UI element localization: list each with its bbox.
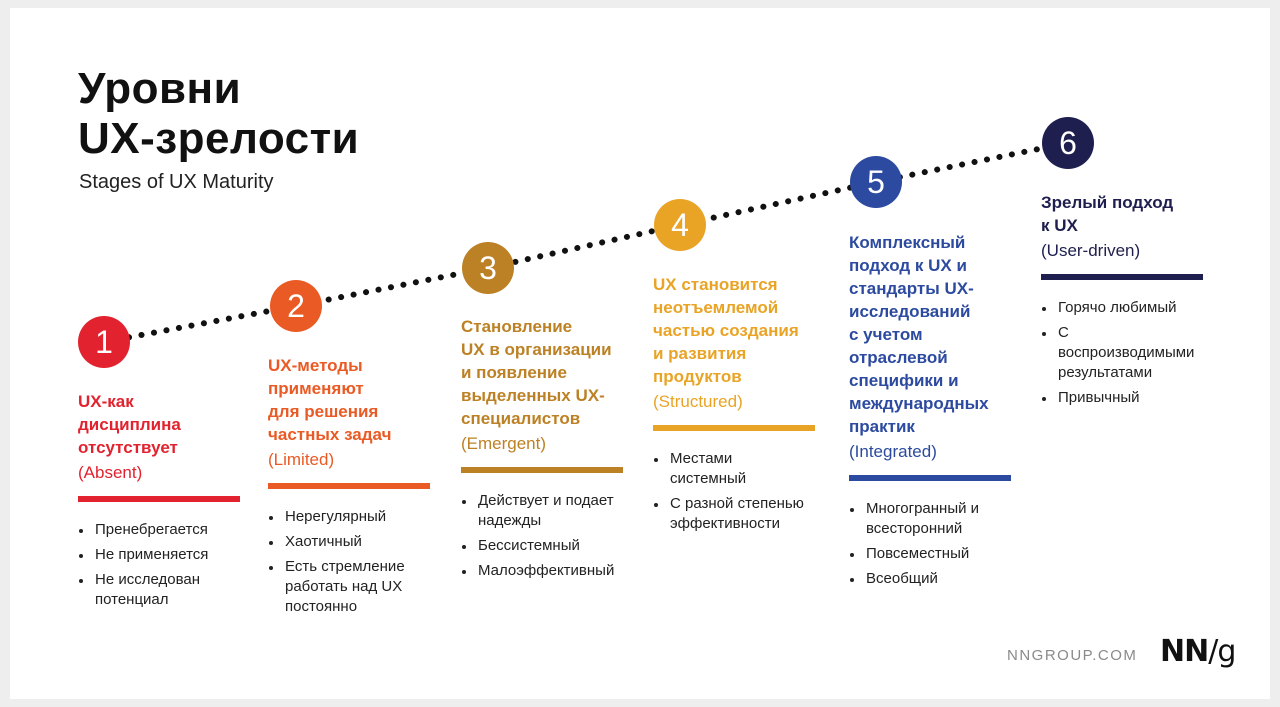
title-line-1: Уровни [78,64,242,113]
logo-nn: NN [1160,634,1209,669]
logo-g: g [1217,634,1236,669]
list-item: С воспроизводимыми результатами [1041,323,1203,383]
list-item: Многогранный и всесторонний [849,499,1011,539]
list-item: Привычный [1041,388,1203,408]
stage-4-english: (Structured) [653,392,743,411]
list-item: Горячо любимый [1041,298,1203,318]
stage-1-bullets: Пренебрегается Не применяется Не исследо… [78,520,240,610]
list-item: Хаотичный [268,532,430,552]
list-item: Пренебрегается [78,520,240,540]
title-line-2: UX-зрелости [78,114,360,163]
stage-2-english: (Limited) [268,450,335,469]
stage-5-circle: 5 [850,156,902,208]
stage-6-circle: 6 [1042,117,1094,169]
stage-5-heading: Комплексный подход к UX и стандарты UX- … [849,233,989,436]
stage-2-bar [268,483,430,489]
stage-1-number: 1 [95,324,113,360]
stage-5-number: 5 [867,164,885,200]
list-item: Не применяется [78,545,240,565]
stage-5-bar [849,475,1011,481]
logo-slash: / [1208,634,1218,669]
list-item: Повсеместный [849,544,1011,564]
list-item: Нерегулярный [268,507,430,527]
list-item: Есть стремление работать над UX постоянн… [268,557,430,617]
stage-6-bullets: Горячо любимый С воспроизводимыми резуль… [1041,298,1203,408]
list-item: Малоэффективный [461,561,623,581]
stage-6-heading: Зрелый подход к UX [1041,193,1174,235]
stage-2-circle: 2 [270,280,322,332]
nngroup-logo: NN/g [1160,634,1236,669]
list-item: Действует и подает надежды [461,491,623,531]
stage-4-number: 4 [671,207,689,243]
stage-3-english: (Emergent) [461,434,547,453]
stage-2-heading: UX-методы применяют для решения частных … [268,356,392,444]
stage-1-heading: UX-как дисциплина отсутствует [78,392,181,457]
stage-1: UX-как дисциплина отсутствует (Absent) П… [78,390,240,615]
stage-1-english: (Absent) [78,463,143,482]
stage-6-bar [1041,274,1203,280]
stage-4: UX становится неотъемлемой частью создан… [653,273,815,539]
stage-5-english: (Integrated) [849,442,937,461]
stage-1-circle: 1 [78,316,130,368]
list-item: Всеобщий [849,569,1011,589]
stage-6-english: (User-driven) [1041,241,1141,260]
stage-2: UX-методы применяют для решения частных … [268,354,430,622]
stage-3-bar [461,467,623,473]
stage-5: Комплексный подход к UX и стандарты UX- … [849,231,1011,594]
stage-3-heading: Становление UX в организации и появление… [461,317,612,428]
page-subtitle: Stages of UX Maturity [79,171,274,193]
stage-4-bar [653,425,815,431]
stage-2-number: 2 [287,288,305,324]
stage-3-bullets: Действует и подает надежды Бессистемный … [461,491,623,581]
stage-1-bar [78,496,240,502]
stage-3-number: 3 [479,250,497,286]
list-item: Бессистемный [461,536,623,556]
list-item: С разной степенью эффективности [653,494,815,534]
stage-4-circle: 4 [654,199,706,251]
stage-4-heading: UX становится неотъемлемой частью создан… [653,275,799,386]
stage-6-number: 6 [1059,125,1077,161]
stage-3: Становление UX в организации и появление… [461,315,623,586]
site-url: NNGROUP.COM [1007,647,1138,664]
stage-3-circle: 3 [462,242,514,294]
stage-4-bullets: Местами системный С разной степенью эффе… [653,449,815,534]
list-item: Не исследован потенциал [78,570,240,610]
stage-5-bullets: Многогранный и всесторонний Повсеместный… [849,499,1011,589]
page-title: Уровни UX-зрелости [78,64,359,164]
stage-6: Зрелый подход к UX (User-driven) Горячо … [1041,191,1203,413]
stage-2-bullets: Нерегулярный Хаотичный Есть стремление р… [268,507,430,617]
list-item: Местами системный [653,449,815,489]
